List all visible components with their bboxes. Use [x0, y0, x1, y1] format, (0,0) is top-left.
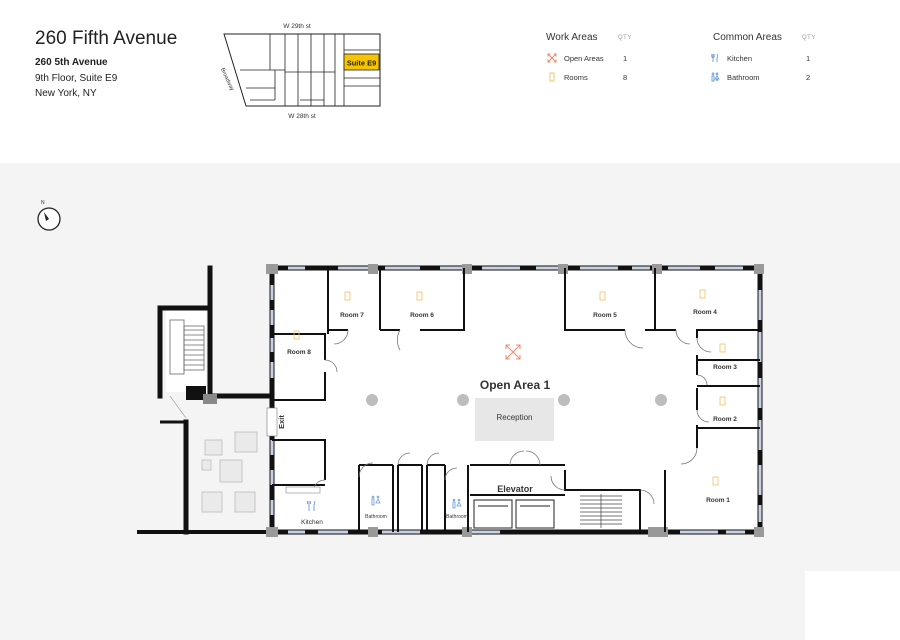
- legend-rooms-label: Rooms: [564, 73, 588, 82]
- room-3-label: Room 3: [713, 364, 737, 371]
- floorplan: N: [37, 200, 764, 537]
- elevator-label: Elevator: [497, 484, 533, 494]
- room-6-label: Room 6: [410, 312, 434, 319]
- columns: [366, 394, 667, 406]
- main-floor: Reception Open Area 1 Elevator: [266, 264, 764, 537]
- room-icon: [549, 72, 555, 82]
- room-8-label: Room 8: [287, 349, 311, 356]
- location-map: Suite E9 W 29th st W 28th st Broadway: [219, 23, 381, 120]
- header: 260 Fifth Avenue 260 5th Avenue 9th Floo…: [0, 0, 900, 163]
- legend-kitchen-label: Kitchen: [727, 54, 753, 63]
- address-line-1: 260 5th Avenue: [35, 57, 108, 68]
- exterior-walls: [266, 264, 764, 537]
- open-area-icon: [505, 344, 521, 360]
- room-7-icon: [344, 291, 351, 301]
- room-5-icon: [599, 291, 606, 301]
- room-8-icon: [293, 330, 300, 340]
- room-icons: [293, 289, 726, 486]
- street-side-label: Broadway: [219, 67, 235, 92]
- compass-icon: N: [37, 200, 61, 231]
- stair-treads: [169, 319, 205, 375]
- common-areas-heading: Common Areas: [713, 32, 782, 43]
- open-area-icon: [547, 53, 557, 63]
- room-1-icon: [712, 476, 719, 486]
- common-areas-qty-header: QTY: [802, 35, 816, 41]
- reception-desk: [475, 398, 554, 441]
- room-labels: Room 7 Room 6 Room 5 Room 4 Room 3 Room …: [287, 309, 737, 504]
- compass-label: N: [41, 200, 45, 206]
- legend-kitchen-qty: 1: [806, 54, 811, 63]
- door-swings: [312, 329, 712, 505]
- bathroom-2-icon: [452, 498, 462, 509]
- exit-door: [266, 407, 278, 437]
- address-line-2: 9th Floor, Suite E9: [35, 73, 118, 84]
- kitchen-icon: [711, 53, 719, 62]
- exit-label: Exit: [277, 415, 286, 429]
- stair-treads-east: [580, 494, 622, 528]
- west-annex: [137, 265, 275, 535]
- legend-open-areas-label: Open Areas: [564, 54, 604, 63]
- elevator-cars: [473, 499, 555, 529]
- legend-bathroom-qty: 2: [806, 73, 811, 82]
- interior-walls: [272, 268, 760, 532]
- reception-label: Reception: [496, 413, 532, 422]
- room-5-label: Room 5: [593, 312, 617, 319]
- kitchen-label: Kitchen: [301, 519, 323, 526]
- block-lots: [240, 34, 380, 106]
- room-3-icon: [719, 343, 726, 353]
- legend-rooms-qty: 8: [623, 73, 628, 82]
- room-7-label: Room 7: [340, 312, 364, 319]
- bathroom-1-icon: [371, 495, 381, 506]
- kitchen-icon: [307, 500, 316, 511]
- page-title: 260 Fifth Avenue: [35, 28, 178, 49]
- street-top-label: W 29th st: [283, 23, 311, 30]
- bathroom-1-label: Bathroom: [365, 514, 387, 520]
- open-area-label: Open Area 1: [480, 378, 551, 392]
- room-4-icon: [699, 289, 706, 299]
- kitchen-counter: [285, 486, 321, 494]
- bathroom-icon: [711, 72, 720, 82]
- room-2-icon: [719, 396, 726, 406]
- lounge-furniture: [201, 431, 258, 513]
- room-1-label: Room 1: [706, 497, 730, 504]
- room-6-icon: [416, 291, 423, 301]
- address-line-3: New York, NY: [35, 88, 97, 99]
- suite-label: Suite E9: [347, 59, 377, 68]
- work-areas-heading: Work Areas: [546, 32, 598, 43]
- room-2-label: Room 2: [713, 416, 737, 423]
- bathroom-2-label: Bathroom: [446, 514, 468, 520]
- legend-open-areas-qty: 1: [623, 54, 628, 63]
- street-bottom-label: W 28th st: [288, 113, 316, 120]
- legend-bathroom-label: Bathroom: [727, 73, 760, 82]
- corner-panel: [805, 571, 900, 640]
- room-4-label: Room 4: [693, 309, 717, 316]
- suite-highlight: [343, 53, 380, 71]
- work-areas-qty-header: QTY: [618, 35, 632, 41]
